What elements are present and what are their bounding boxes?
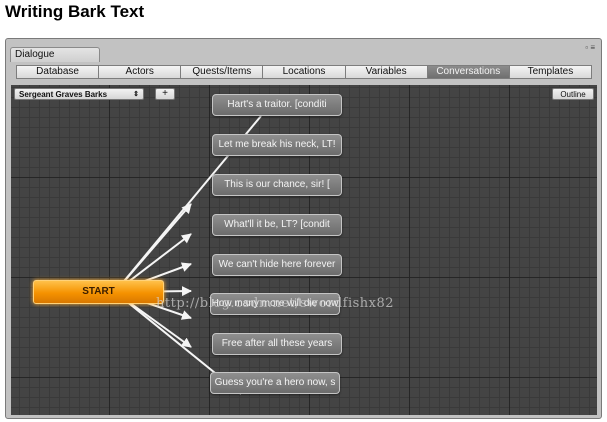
dialogue-window: Dialogue ▫ ≡ Database Actors Quests/Item… bbox=[5, 38, 602, 419]
tab-locations[interactable]: Locations bbox=[262, 65, 346, 79]
conversation-select[interactable]: Sergeant Graves Barks ⇕ bbox=[14, 88, 144, 100]
node-link-2 bbox=[114, 203, 192, 293]
node-canvas[interactable]: Sergeant Graves Barks ⇕ + Outline START … bbox=[11, 85, 597, 415]
page-title: Writing Bark Text bbox=[5, 2, 145, 21]
dialogue-node-8[interactable]: Guess you're a hero now, s bbox=[210, 372, 340, 394]
dialogue-node-1[interactable]: Hart's a traitor. [conditi bbox=[212, 94, 342, 116]
dialogue-node-3[interactable]: This is our chance, sir! [ bbox=[212, 174, 342, 196]
editor-tabs: Database Actors Quests/Items Locations V… bbox=[16, 65, 592, 79]
tab-conversations[interactable]: Conversations bbox=[426, 65, 510, 79]
tab-quests-items[interactable]: Quests/Items bbox=[180, 65, 264, 79]
dialogue-node-6[interactable]: How many more will die now bbox=[210, 293, 340, 315]
start-node[interactable]: START bbox=[33, 280, 164, 304]
dialogue-node-7[interactable]: Free after all these years bbox=[212, 333, 342, 355]
add-conversation-button[interactable]: + bbox=[155, 88, 175, 100]
window-menu-icon[interactable]: ▫ ≡ bbox=[585, 43, 595, 52]
tab-templates[interactable]: Templates bbox=[508, 65, 592, 79]
tab-actors[interactable]: Actors bbox=[98, 65, 182, 79]
dialogue-node-2[interactable]: Let me break his neck, LT! bbox=[212, 134, 342, 156]
tab-database[interactable]: Database bbox=[16, 65, 100, 79]
tab-variables[interactable]: Variables bbox=[344, 65, 428, 79]
dialogue-node-4[interactable]: What'll it be, LT? [condit bbox=[212, 214, 342, 236]
dropdown-arrow-icon: ⇕ bbox=[133, 91, 139, 98]
conversation-select-label: Sergeant Graves Barks bbox=[19, 90, 108, 99]
dialogue-node-5[interactable]: We can't hide here forever bbox=[212, 254, 342, 276]
outline-button[interactable]: Outline bbox=[552, 88, 594, 100]
window-tab-dialogue[interactable]: Dialogue bbox=[10, 47, 100, 62]
